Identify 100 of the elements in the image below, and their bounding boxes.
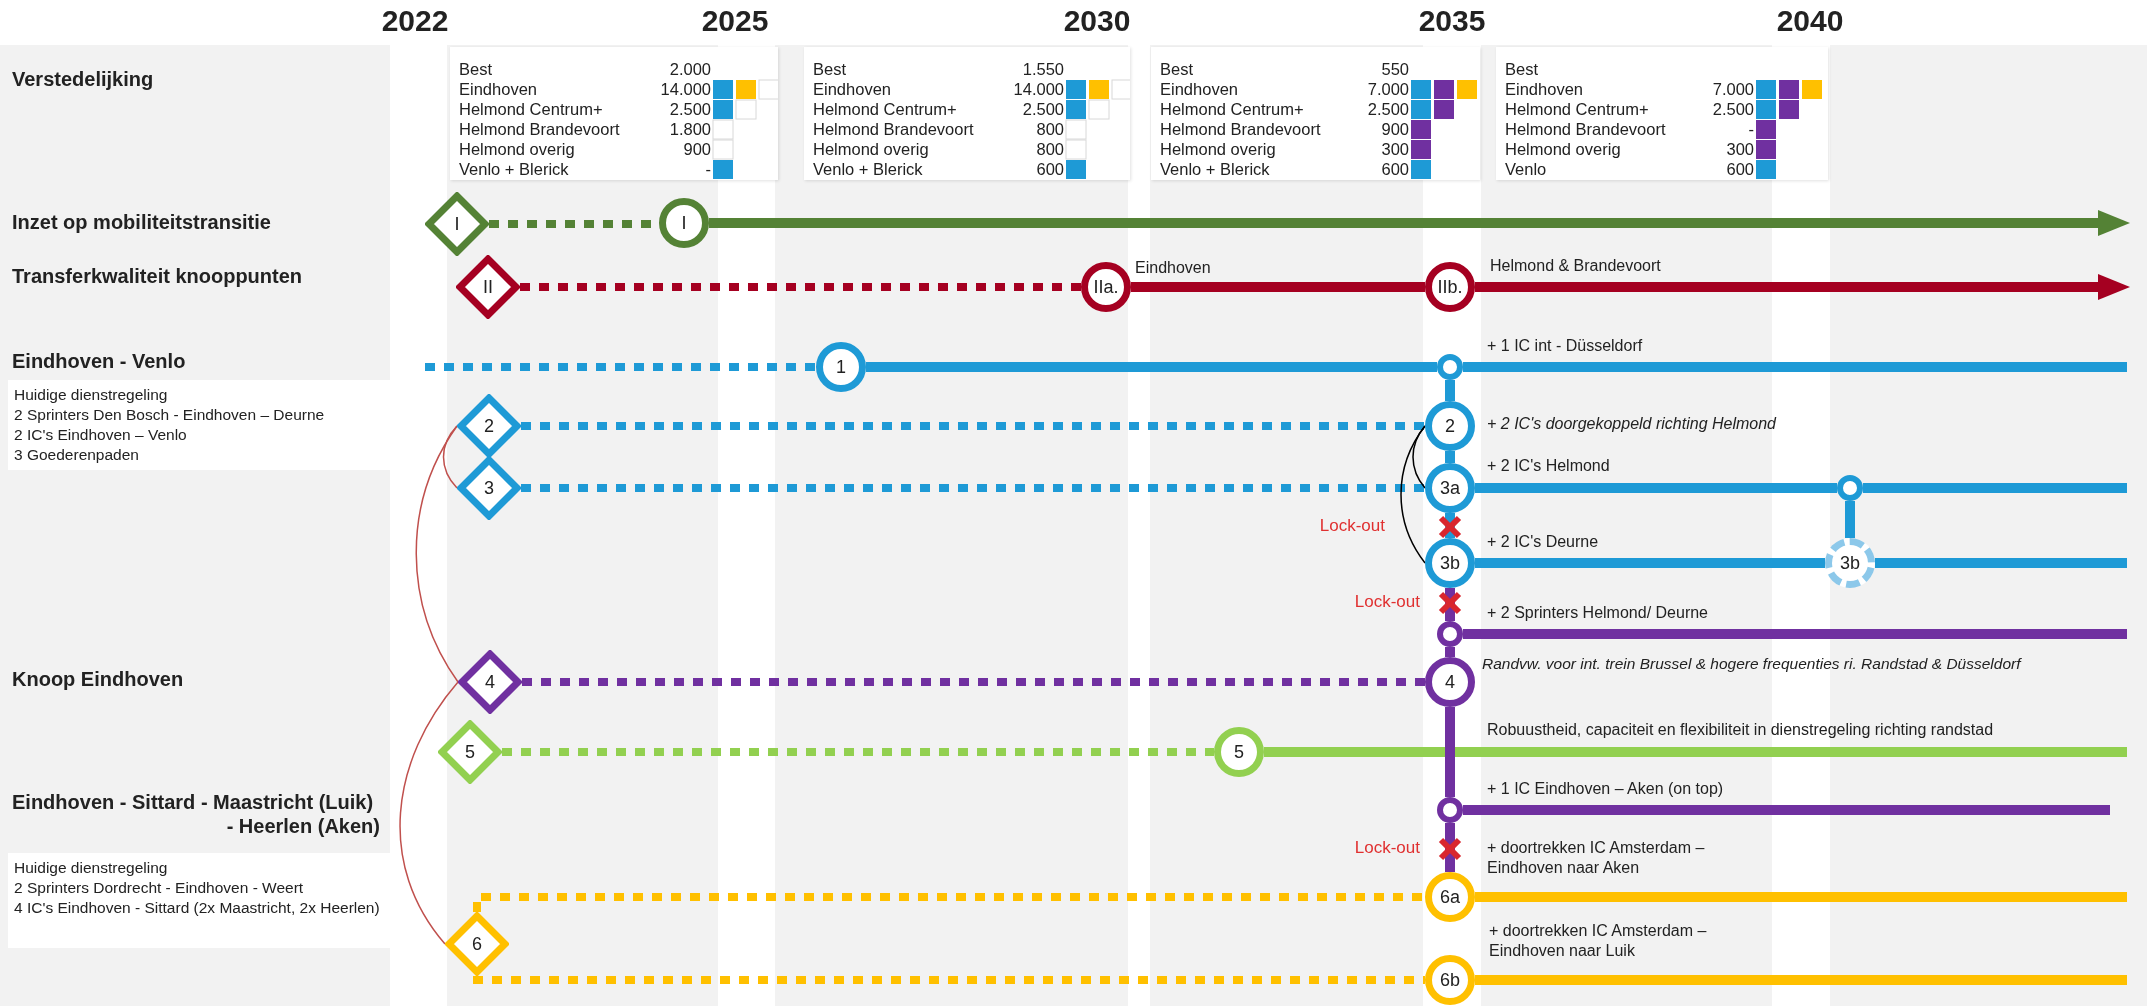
- row-heading: Transferkwaliteit knooppunten: [12, 264, 303, 288]
- info-text: Huidige dienstregeling: [14, 858, 168, 878]
- data-table: [1496, 47, 1828, 180]
- route-line: [1845, 501, 1855, 538]
- milestone-label: 2: [484, 416, 494, 436]
- table-cell: Helmond Brandevoort: [459, 119, 620, 139]
- milestone-note: + 1 IC int - Düsseldorf: [1487, 336, 1644, 356]
- milestone-label: 5: [465, 742, 475, 762]
- dashed-route-line: [521, 484, 1425, 492]
- route-line: [1475, 558, 1825, 568]
- table-cell: -: [705, 159, 711, 179]
- route-line: [1463, 362, 2127, 372]
- info-text: 4 IC's Eindhoven - Sittard (2x Maastricht, 2x Heerlen): [14, 898, 380, 918]
- route-line: [1475, 892, 2127, 902]
- table-cell: Helmond overig: [813, 139, 929, 159]
- table-cell: Helmond Brandevoort: [1505, 119, 1666, 139]
- route-line: [709, 210, 2130, 236]
- milestone-label: 6a: [1440, 887, 1460, 907]
- milestone-label: 2: [1445, 416, 1455, 436]
- milestone-circle: [1425, 463, 1475, 513]
- table-cell: Helmond Brandevoort: [813, 119, 974, 139]
- route-line: [1264, 747, 2127, 757]
- milestone-diamond: [457, 394, 521, 458]
- table-cell: 7.000: [1367, 79, 1409, 99]
- table-cell: Venlo + Blerick: [813, 159, 923, 179]
- table-cell: Eindhoven: [813, 79, 891, 99]
- route-line: [1131, 282, 1425, 292]
- table-cell: Best: [1505, 59, 1539, 79]
- route-line: [1445, 823, 1455, 872]
- table-cell: Eindhoven: [1505, 79, 1583, 99]
- year-label: 2022: [380, 4, 450, 38]
- route-line: [1475, 274, 2130, 300]
- route-line: [1475, 975, 2127, 985]
- milestone-circle: [1425, 955, 1475, 1005]
- table-cell: 14.000: [660, 79, 711, 99]
- milestone-label: IIb.: [1437, 277, 1463, 297]
- milestone-circle: [1425, 262, 1475, 312]
- route-line: [1475, 483, 1837, 493]
- table-cell: Helmond overig: [1505, 139, 1621, 159]
- milestone-diamond: [458, 650, 522, 714]
- table-cell: Eindhoven: [459, 79, 537, 99]
- milestone-label: 4: [1445, 672, 1455, 692]
- milestone-label: 3a: [1440, 478, 1460, 498]
- junction-circle: [1437, 354, 1463, 380]
- dashed-route-line: [521, 422, 1425, 430]
- milestone-note: Randvw. voor int. trein Brussel & hogere frequenties ri. Randstad & Düsseldorf: [1482, 654, 2023, 674]
- table-cell: 2.500: [1022, 99, 1064, 119]
- table-cell: 550: [1381, 59, 1409, 79]
- dashed-route-line: [502, 748, 1214, 756]
- table-cell: 600: [1381, 159, 1409, 179]
- milestone-note: + 2 IC's Helmond: [1487, 456, 1611, 476]
- milestone-label: 4: [485, 672, 495, 692]
- table-cell: 900: [683, 139, 711, 159]
- route-line: [1445, 513, 1455, 538]
- junction-circle: [1437, 621, 1463, 647]
- info-text: 2 Sprinters Dordrecht - Eindhoven - Weert: [14, 878, 304, 898]
- milestone-note: + doortrekken IC Amsterdam – Eindhoven naar Aken: [1487, 838, 1706, 878]
- route-line: [1445, 380, 1455, 401]
- connector-curve: [415, 425, 459, 683]
- route-note: Robuustheid, capaciteit en flexibiliteit in dienstregeling richting randstad: [1487, 720, 1995, 740]
- route-line: [1875, 558, 2127, 568]
- milestone-note: + 2 IC's doorgekoppeld richting Helmond: [1487, 414, 1778, 434]
- milestone-label: 5: [1234, 742, 1244, 762]
- lock-out-label: Lock-out: [1318, 515, 1385, 537]
- table-cell: 2.500: [669, 99, 711, 119]
- milestone-label: I: [454, 214, 460, 234]
- table-cell: 600: [1036, 159, 1064, 179]
- milestone-label: I: [681, 213, 687, 233]
- lock-out-label: Lock-out: [1353, 591, 1420, 613]
- milestone-label: 1: [836, 357, 846, 377]
- table-cell: 900: [1381, 119, 1409, 139]
- table-cell: 600: [1726, 159, 1754, 179]
- milestone-label: 6: [472, 934, 482, 954]
- milestone-diamond: [425, 192, 489, 256]
- dashed-route-line: [473, 893, 1425, 912]
- milestone-diamond: [438, 720, 502, 784]
- table-cell: -: [1748, 119, 1754, 139]
- info-text: 3 Goederenpaden: [14, 445, 139, 465]
- table-cell: 800: [1036, 139, 1064, 159]
- milestone-label: IIa.: [1093, 277, 1119, 297]
- dashed-route-line: [425, 363, 816, 371]
- milestone-circle: [1425, 538, 1475, 588]
- table-cell: Best: [1160, 59, 1194, 79]
- route-line: [1445, 707, 1455, 797]
- milestone-label: II: [483, 277, 493, 297]
- table-cell: 7.000: [1712, 79, 1754, 99]
- table-cell: 1.550: [1022, 59, 1064, 79]
- table-cell: 800: [1036, 119, 1064, 139]
- table-cell: Helmond Brandevoort: [1160, 119, 1321, 139]
- route-line: [1445, 647, 1455, 657]
- row-heading: Inzet op mobiliteitstransitie: [12, 210, 271, 234]
- milestone-note: + 2 IC's Deurne: [1487, 532, 1600, 552]
- table-cell: Best: [459, 59, 493, 79]
- table-cell: Venlo + Blerick: [459, 159, 569, 179]
- table-cell: 2.500: [1712, 99, 1754, 119]
- route-line: [1445, 588, 1455, 621]
- row-heading: Eindhoven - Sittard - Maastricht (Luik) - Heerlen (Aken): [12, 790, 380, 838]
- table-cell: Helmond overig: [1160, 139, 1276, 159]
- milestone-label: 3b: [1440, 553, 1460, 573]
- milestone-note: + 2 Sprinters Helmond/ Deurne: [1487, 603, 1709, 623]
